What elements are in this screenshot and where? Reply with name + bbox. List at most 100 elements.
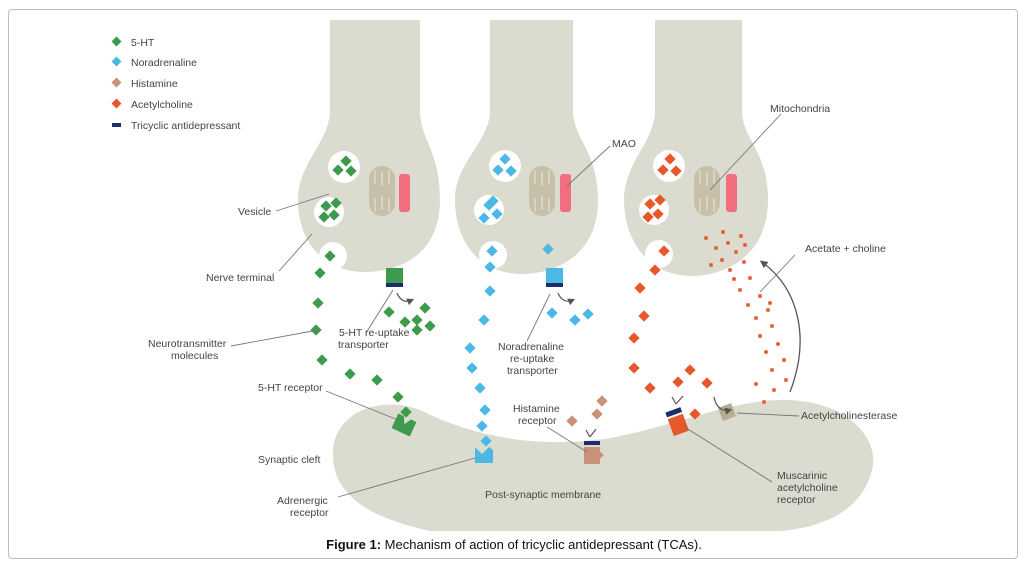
molecule [721,230,725,234]
label-neurotransmitter: Neurotransmitter [148,338,227,350]
molecule [399,316,411,328]
molecule [400,406,412,418]
label-mao: MAO [612,138,636,150]
molecule [478,314,490,326]
molecule [312,297,324,309]
molecule [638,310,650,322]
molecule [770,324,774,328]
blocked-arrow [671,395,684,405]
nerve-terminal-middle [455,20,598,274]
label-na-reuptake: Noradrenaline [498,341,564,353]
molecule [644,382,656,394]
molecule [411,314,423,326]
molecule [714,246,718,250]
molecule [332,164,344,176]
degradation-arrow [713,396,733,415]
label-na-reuptake: re-uptake [510,353,555,365]
molecule [474,382,486,394]
molecule [546,307,558,319]
molecule [491,208,503,220]
postsynaptic-membrane [332,399,874,531]
molecule [704,236,708,240]
molecule [726,241,730,245]
molecule [746,303,750,307]
molecule [742,260,746,264]
molecule [492,164,504,176]
molecule [654,194,666,206]
caption-label: Figure 1: [326,537,382,552]
label-muscarinic-receptor: acetylcholine [777,482,838,494]
caption-text: Mechanism of action of tricyclic antidep… [381,537,702,552]
molecule [664,153,676,165]
label-postsynaptic-membrane: Post-synaptic membrane [485,489,601,501]
label-adrenergic-receptor: Adrenergic [277,495,328,507]
vesicle [328,151,360,183]
label-ht-reuptake: transporter [338,339,389,351]
molecule [330,197,342,209]
histamine-receptor [584,441,600,464]
molecule [314,267,326,279]
molecule [657,164,669,176]
label-histamine-receptor: Histamine [513,403,560,415]
molecule [424,320,436,332]
molecule [642,211,654,223]
label-vesicle: Vesicle [238,206,271,218]
molecule [411,324,423,336]
molecule [479,404,491,416]
label-muscarinic-receptor: Muscarinic [777,470,827,482]
molecule [701,377,713,389]
molecule [734,250,738,254]
molecule [720,258,724,262]
label-histamine-receptor: receptor [518,415,557,427]
molecule [748,276,752,280]
molecule [672,376,684,388]
molecule [320,200,332,212]
legend-label: Noradrenaline [131,57,197,69]
mao-enzyme [726,174,737,212]
legend-label: 5-HT [131,37,155,49]
molecule [345,165,357,177]
molecule [770,368,774,372]
molecule [658,245,670,257]
molecule [569,314,581,326]
molecule [324,250,336,262]
molecule [684,364,696,376]
molecule [743,243,747,247]
molecule [628,332,640,344]
molecule [764,350,768,354]
molecule [689,408,701,420]
label-nerve-terminal: Nerve terminal [206,272,274,284]
molecule [670,165,682,177]
label-ht-receptor: 5-HT receptor [258,382,323,394]
molecule [486,245,498,257]
recycling-arrow [759,260,801,393]
molecule [476,420,488,432]
legend-label: Acetylcholine [131,99,193,111]
muscarinic-receptor [665,407,689,437]
molecule [484,261,496,273]
molecule [328,209,340,221]
reuptake-arrow [396,292,415,306]
molecule [754,382,758,386]
molecule [772,388,776,392]
figure-caption: Figure 1: Mechanism of action of tricycl… [0,537,1028,552]
molecule [505,165,517,177]
legend: 5-HTNoradrenalineHistamineAcetylcholineT… [111,36,240,132]
molecule [766,308,770,312]
molecule [739,234,743,238]
molecule [758,334,762,338]
mao-enzyme [560,174,571,212]
molecule [542,243,554,255]
ht-reuptake-transporter [386,268,403,287]
molecule [776,342,780,346]
molecule [464,342,476,354]
molecule [758,294,762,298]
legend-swatch [111,56,122,67]
molecule [768,301,772,305]
molecule [582,308,594,320]
molecule [383,306,395,318]
vesicle [645,240,673,268]
molecule [628,362,640,374]
molecule [591,408,603,420]
